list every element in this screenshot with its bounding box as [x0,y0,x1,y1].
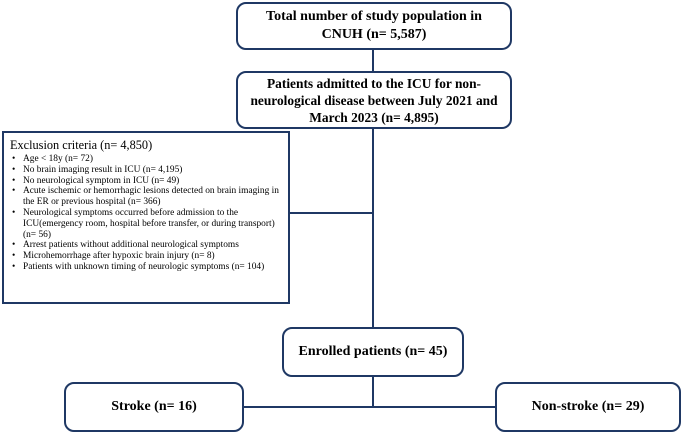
connector-total-to-icu [372,50,374,71]
total-population-box: Total number of study population in CNUH… [236,2,512,50]
icu-admitted-box: Patients admitted to the ICU for non- ne… [236,71,512,129]
total-population-line1: Total number of study population in [266,9,482,24]
total-population-line2: CNUH (n= 5,587) [321,27,427,42]
exclusion-criteria-title: Exclusion criteria (n= 4,850) [10,138,153,152]
exclusion-item: Neurological symptoms occurred before ad… [10,208,282,240]
enrolled-patients-label: Enrolled patients (n= 45) [298,344,448,359]
icu-admitted-line1: Patients admitted to the ICU for non- [267,75,481,91]
exclusion-item: No brain imaging result in ICU (n= 4,195… [10,165,282,176]
connector-enrolled-down [372,377,374,407]
non-stroke-box: Non-stroke (n= 29) [495,382,681,432]
stroke-label: Stroke (n= 16) [111,399,197,414]
exclusion-item: Microhemorrhage after hypoxic brain inju… [10,251,282,262]
exclusion-item: Patients with unknown timing of neurolog… [10,262,282,273]
connector-icu-to-enrolled [372,129,374,327]
icu-admitted-line2: neurological disease between July 2021 a… [250,92,498,108]
exclusion-item: Arrest patients without additional neuro… [10,240,282,251]
non-stroke-label: Non-stroke (n= 29) [531,399,645,414]
exclusion-item: Acute ischemic or hemorrhagic lesions de… [10,186,282,208]
exclusion-criteria-box: Exclusion criteria (n= 4,850) Age < 18y … [2,131,290,304]
connector-split-horizontal [244,406,495,408]
exclusion-item: No neurological symptom in ICU (n= 49) [10,176,282,187]
stroke-box: Stroke (n= 16) [64,382,244,432]
exclusion-criteria-list: Age < 18y (n= 72) No brain imaging resul… [10,154,282,273]
icu-admitted-line3: March 2023 (n= 4,895) [309,109,439,125]
connector-to-exclusion [290,212,373,214]
exclusion-item: Age < 18y (n= 72) [10,154,282,165]
enrolled-patients-box: Enrolled patients (n= 45) [282,327,464,377]
